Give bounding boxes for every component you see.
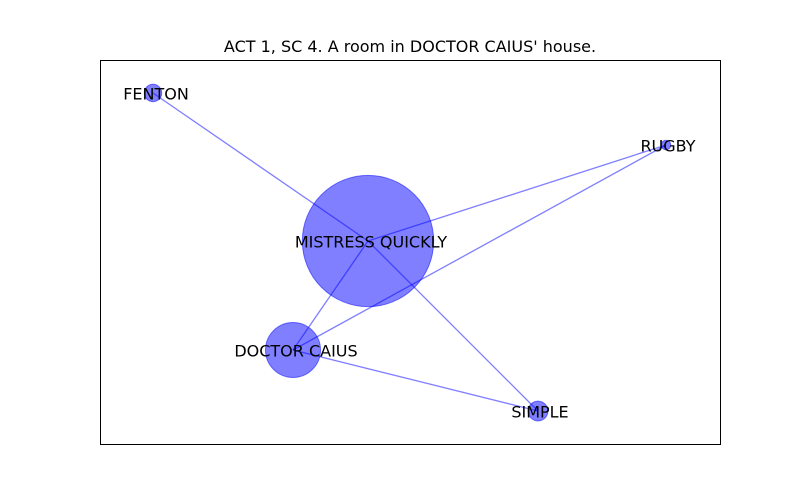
nodes-layer: [143, 83, 672, 422]
node-rugby: [660, 139, 672, 151]
figure-title: ACT 1, SC 4. A room in DOCTOR CAIUS' hou…: [224, 37, 596, 56]
node-label-caius: DOCTOR CAIUS: [234, 342, 357, 361]
node-label-quickly: MISTRESS QUICKLY: [295, 233, 448, 252]
labels-layer: FENTON RUGBY MISTRESS QUICKLY DOCTOR CAIUS S…: [123, 85, 696, 422]
plot-frame: [100, 60, 721, 445]
node-label-rugby: RUGBY: [640, 137, 695, 156]
node-fenton: [143, 83, 163, 103]
node-simple: [527, 400, 549, 422]
node-label-fenton: FENTON: [123, 85, 189, 104]
node-quickly: [301, 174, 435, 308]
edge-caius-rugby: [292, 144, 667, 351]
edge-caius-simple: [292, 349, 539, 412]
node-caius: [264, 321, 322, 379]
node-label-simple: SIMPLE: [511, 403, 568, 422]
